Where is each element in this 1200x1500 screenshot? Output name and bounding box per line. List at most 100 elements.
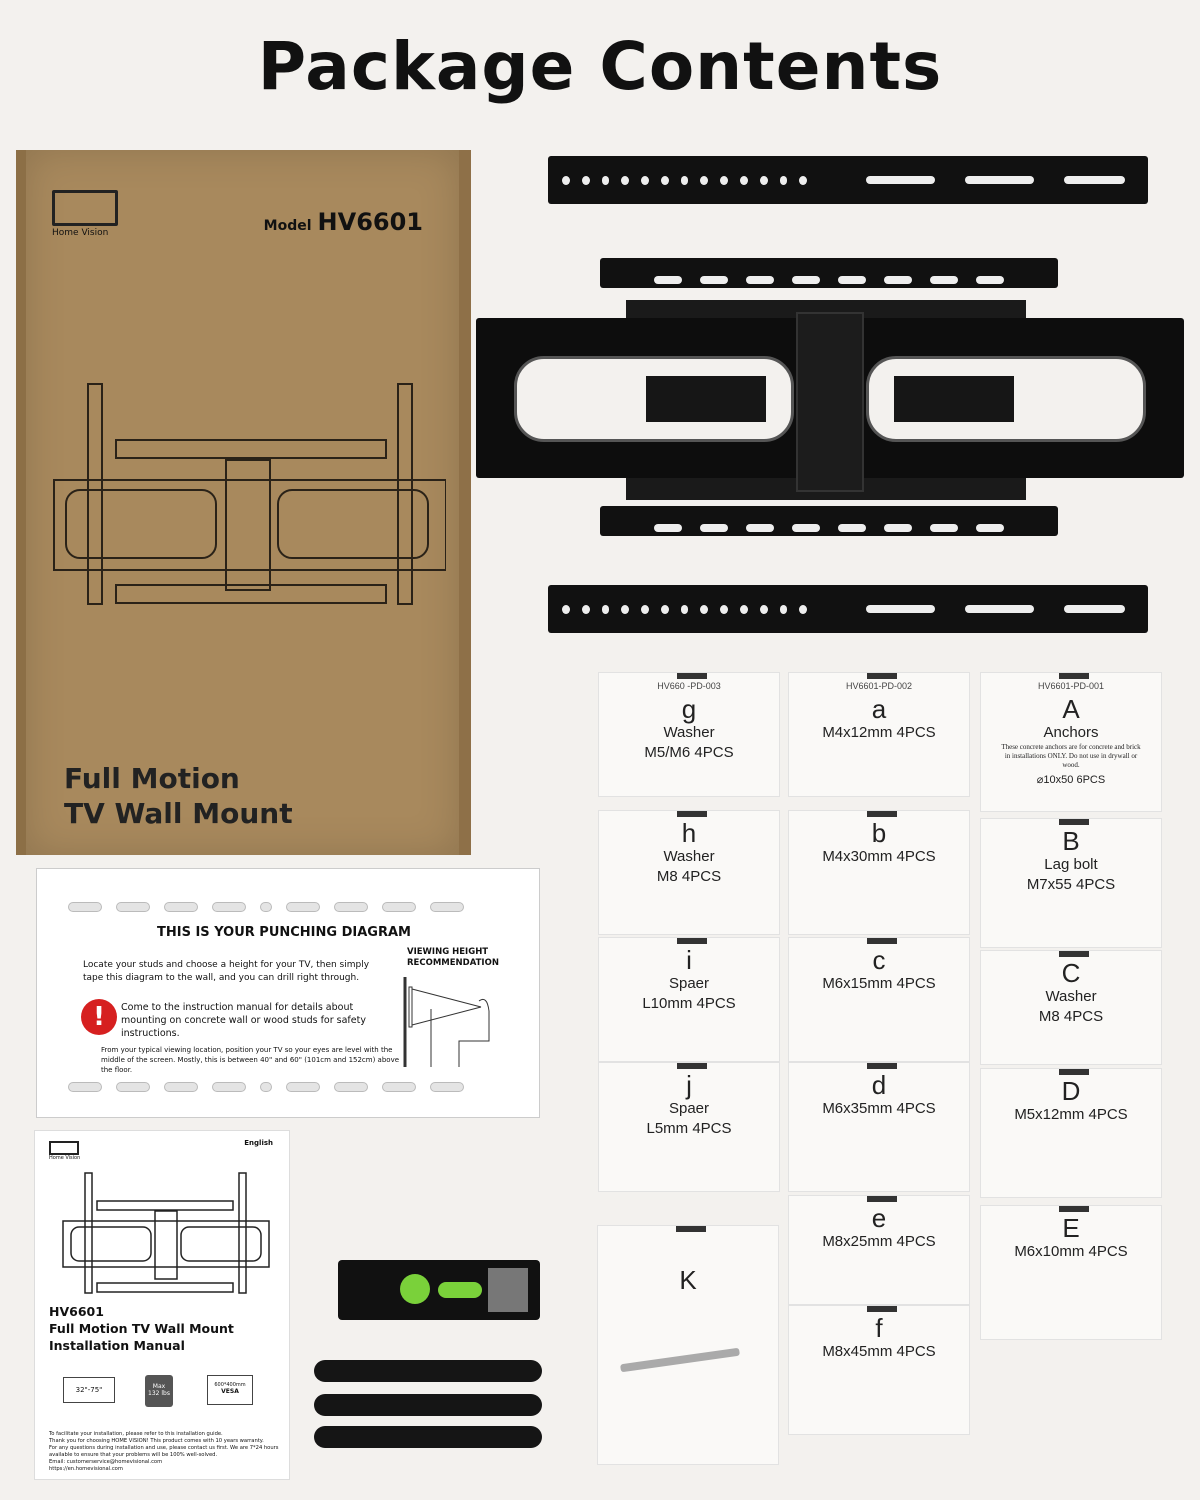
- vertical-tv-bracket-bottom: [548, 585, 1148, 633]
- manual-product-title: Full Motion TV Wall Mount: [49, 1321, 234, 1336]
- bag-part-code: HV6601-PD-002: [845, 681, 913, 691]
- bag-zip-seal: [1059, 1206, 1089, 1212]
- bag-description: Washer: [663, 724, 715, 741]
- bag-letter: D: [1061, 1076, 1081, 1106]
- manual-mount-drawing: [62, 1172, 270, 1294]
- house-logo-icon: [52, 190, 118, 226]
- bag-description: M8x45mm 4PCS: [822, 1343, 936, 1360]
- bag-description: M8 4PCS: [1038, 1008, 1104, 1025]
- bag-zip-seal: [867, 1306, 897, 1312]
- bag-description: M5x12mm 4PCS: [1014, 1106, 1128, 1123]
- vertical-tv-bracket-top: [548, 156, 1148, 204]
- bag-part-code: HV660 -PD-003: [657, 681, 721, 691]
- bag-zip-seal: [1059, 1069, 1089, 1075]
- bag-letter: b: [871, 818, 887, 848]
- installation-manual: Home Vision English HV6601 Full Motion T…: [34, 1130, 290, 1480]
- bag-description: M8 4PCS: [656, 868, 722, 885]
- bag-letter: A: [1062, 694, 1080, 724]
- manual-brand: Home Vision: [49, 1155, 81, 1161]
- bag-letter: E: [1062, 1213, 1080, 1243]
- bag-description: Washer: [663, 848, 715, 865]
- tagline-line-2: TV Wall Mount: [64, 797, 293, 830]
- bag-zip-seal: [867, 1063, 897, 1069]
- bag-letter: g: [681, 694, 697, 724]
- punching-heading: THIS IS YOUR PUNCHING DIAGRAM: [157, 925, 411, 940]
- manual-language: English: [244, 1139, 273, 1147]
- bag-letter: d: [871, 1070, 887, 1100]
- bag-description: Anchors: [1043, 724, 1099, 741]
- bag-description: M6x10mm 4PCS: [1014, 1243, 1128, 1260]
- bag-letter: i: [686, 945, 692, 975]
- manual-brand-logo: Home Vision: [49, 1141, 80, 1161]
- fine-print-line: To facilitate your installation, please …: [49, 1431, 223, 1437]
- bag-zip-seal: [867, 811, 897, 817]
- bag-zip-seal: [677, 938, 707, 944]
- manual-model: HV6601: [49, 1304, 104, 1319]
- manual-fine-print: To facilitate your installation, please …: [49, 1431, 289, 1473]
- bag-zip-seal: [677, 811, 707, 817]
- fine-print-email: Email: customerservice@homevisional.com: [49, 1459, 163, 1465]
- bag-description: M5/M6 4PCS: [644, 744, 734, 761]
- bag-description: M8x25mm 4PCS: [822, 1233, 936, 1250]
- punching-intro: Locate your studs and choose a height fo…: [83, 960, 370, 983]
- bag-zip-seal: [1059, 673, 1089, 679]
- exclamation-icon: !: [81, 999, 117, 1035]
- bag-letter: C: [1061, 958, 1081, 988]
- bag-description: M4x30mm 4PCS: [822, 848, 936, 865]
- bag-description: M7x55 4PCS: [1026, 876, 1116, 893]
- bag-letter: f: [875, 1313, 883, 1343]
- fine-print-line: Thank you for choosing HOME VISION! This…: [49, 1438, 264, 1444]
- tagline-line-1: Full Motion: [64, 762, 240, 795]
- punching-note: From your typical viewing location, posi…: [101, 1046, 400, 1074]
- bag-description: M6x35mm 4PCS: [822, 1100, 936, 1117]
- brand-name: Home Vision: [52, 228, 109, 238]
- bag-letter: a: [871, 694, 887, 724]
- punching-diagram-sheet: THIS IS YOUR PUNCHING DIAGRAM Locate you…: [36, 868, 540, 1118]
- viewing-height-illustration: [403, 977, 490, 1067]
- cable-tie-strap: [314, 1394, 542, 1416]
- page-title: Package Contents: [257, 28, 943, 105]
- fine-print-line: For any questions during installation an…: [49, 1445, 279, 1458]
- bag-description: L5mm 4PCS: [646, 1120, 732, 1137]
- bag-letter: B: [1062, 826, 1080, 856]
- cable-tie-strap: [314, 1360, 542, 1382]
- tv-size-spec: 32"-75": [75, 1386, 103, 1394]
- bag-zip-seal: [676, 1226, 706, 1232]
- bag-zip-seal: [867, 673, 897, 679]
- fine-print-website: https://en.homevisional.com: [49, 1466, 123, 1472]
- bag-description: Washer: [1045, 988, 1097, 1005]
- model-number: HV6601: [317, 208, 423, 236]
- mount-line-drawing: [53, 383, 446, 605]
- manual-title: HV6601 Full Motion TV Wall Mount Install…: [49, 1303, 234, 1354]
- bag-letter: j: [686, 1070, 692, 1100]
- vesa-label: VESA: [221, 1388, 239, 1395]
- weight-spec: 132 lbs: [148, 1390, 170, 1397]
- bag-letter: c: [872, 945, 886, 975]
- bag-zip-seal: [867, 1196, 897, 1202]
- bag-part-code: HV6601-PD-001: [1037, 681, 1105, 691]
- hardware-bag-K: K: [597, 1225, 779, 1465]
- bag-description: L10mm 4PCS: [642, 995, 736, 1012]
- bag-zip-seal: [867, 938, 897, 944]
- bag-zip-seal: [677, 1063, 707, 1069]
- bag-zip-seal: [1059, 951, 1089, 957]
- bag-description: M4x12mm 4PCS: [822, 724, 936, 741]
- bag-description: Spaer: [668, 975, 710, 992]
- drill-slots-top: [61, 897, 471, 916]
